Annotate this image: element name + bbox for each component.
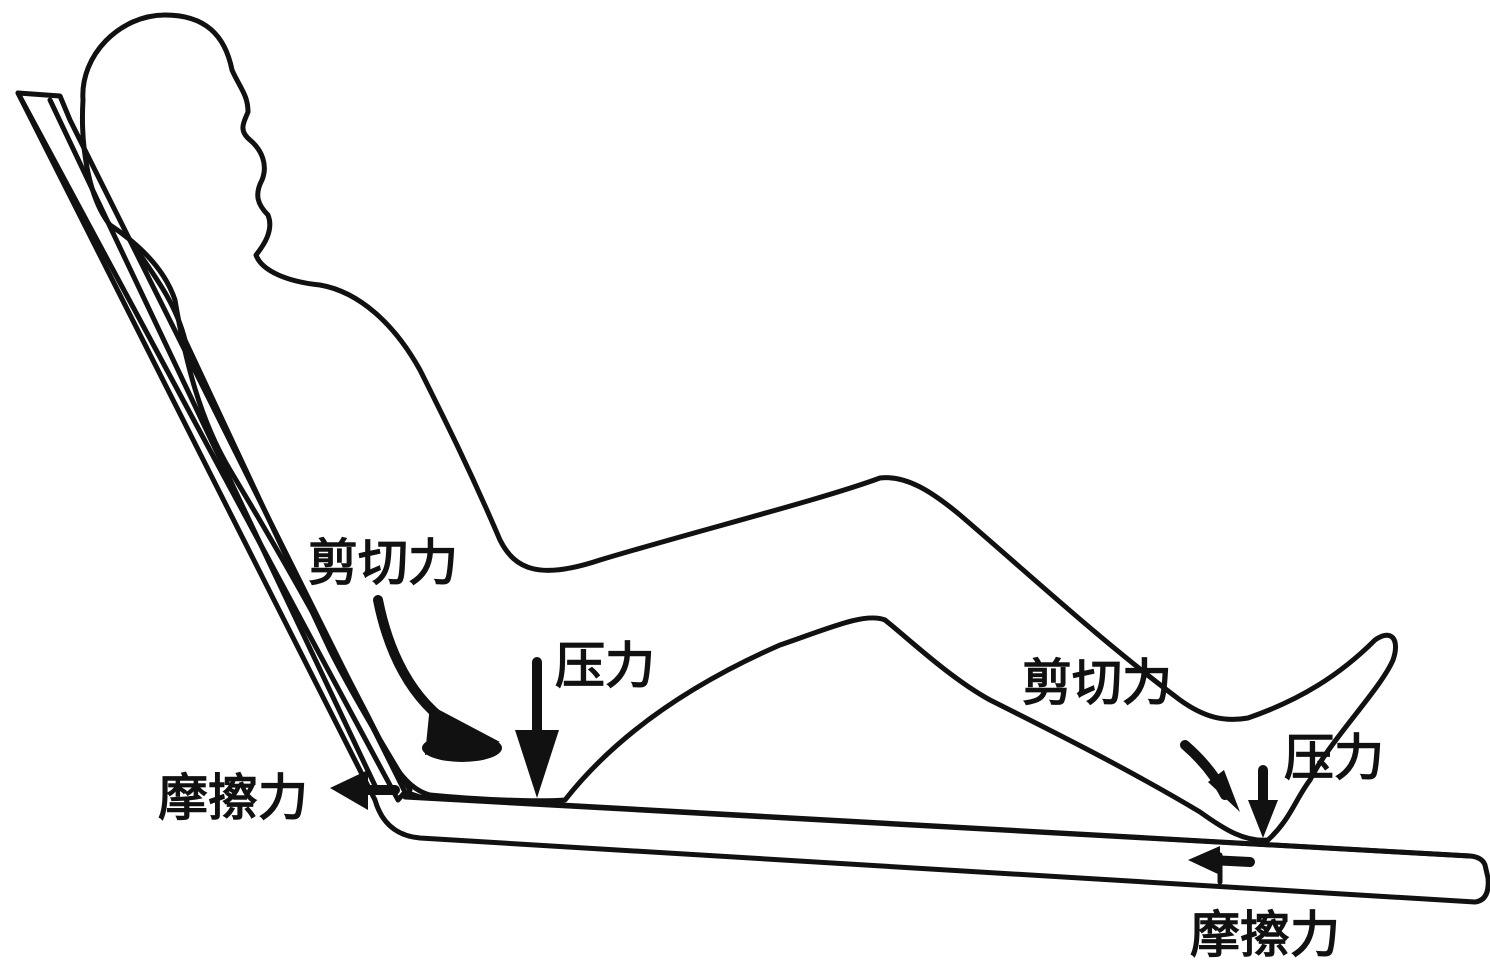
- friction-label-left: 摩擦力: [158, 769, 308, 827]
- friction-arrowhead-right: [1188, 846, 1220, 875]
- person-silhouette: [82, 15, 1395, 840]
- shear-force-blob-upper: [422, 734, 502, 762]
- shear-force-label-upper: 剪切力: [308, 534, 458, 592]
- friction-arrowhead-left: [330, 770, 368, 810]
- friction-label-right: 摩擦力: [1190, 906, 1340, 964]
- pressure-label-lower: 压力: [1284, 729, 1384, 787]
- pressure-arrowhead-upper: [515, 730, 559, 798]
- pressure-label-upper: 压力: [555, 637, 655, 695]
- shear-force-arrow-upper: [378, 600, 455, 728]
- shear-force-label-lower: 剪切力: [1022, 654, 1172, 712]
